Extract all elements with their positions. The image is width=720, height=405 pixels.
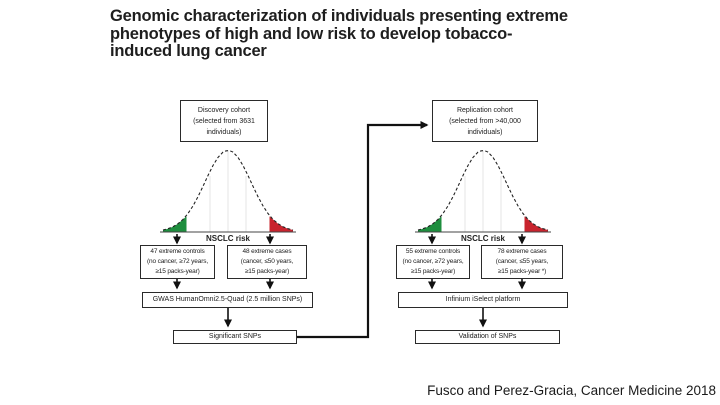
discovery-axis-label: NSCLC risk [205,234,251,243]
replication-bell-curve [417,150,549,231]
replication-axis-label: NSCLC risk [460,234,506,243]
discovery-high-risk-tail [269,216,293,232]
citation: Fusco and Perez-Gracia, Cancer Medicine … [427,383,716,398]
slide-title: Genomic characterization of individuals … [110,7,630,61]
discovery-result-box: Significant SNPs [173,330,297,344]
discovery-distribution [160,150,296,233]
replication-low-risk-tail [418,216,442,232]
slide-title-line2: phenotypes of high and low risk to devel… [110,24,513,43]
discovery-extreme-cases-box: 48 extreme cases (cancer, ≤50 years, ≥15… [227,245,307,279]
slide-title-line3: induced lung cancer [110,42,267,60]
discovery-platform-box: GWAS HumanOmni2.5-Quad (2.5 million SNPs… [142,292,313,308]
replication-result-box: Validation of SNPs [415,330,560,344]
replication-distribution [415,150,551,233]
discovery-extreme-controls-box: 47 extreme controls (no cancer, ≥72 year… [140,245,215,279]
slide-title-line1: Genomic characterization of individuals … [110,7,568,25]
replication-high-risk-tail [524,216,548,232]
replication-cohort-box: Replication cohort (selected from >40,00… [432,100,538,142]
replication-platform-box: Infinium iSelect platform [398,292,568,308]
discovery-bell-curve [162,150,294,231]
discovery-low-risk-tail [163,216,187,232]
replication-extreme-cases-box: 78 extreme cases (cancer, ≤55 years, ≥15… [481,245,563,279]
replication-extreme-controls-box: 55 extreme controls (no cancer, ≥72 year… [396,245,470,279]
discovery-cohort-box: Discovery cohort (selected from 3631 ind… [180,100,268,142]
